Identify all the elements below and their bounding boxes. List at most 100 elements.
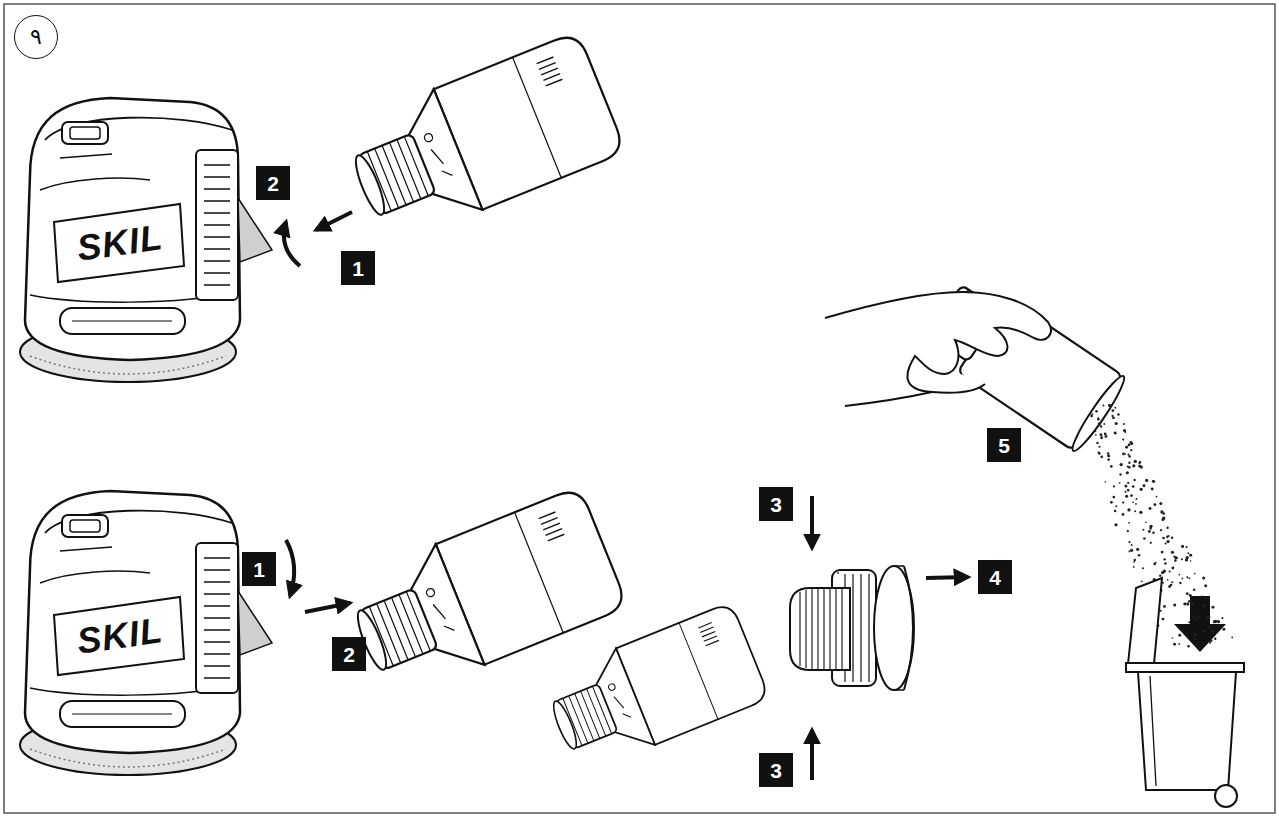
dust-particles <box>1195 618 1197 620</box>
dust-particles <box>1152 480 1155 483</box>
motion-arrows <box>284 222 300 266</box>
dust-particles <box>1178 634 1181 637</box>
dust-particles <box>1166 540 1169 543</box>
dust-particles <box>1100 455 1103 458</box>
dust-particles <box>1189 594 1192 597</box>
dust-particles <box>1145 521 1147 523</box>
dust-particles <box>1093 407 1095 409</box>
dust-particles <box>1183 602 1186 605</box>
dust-particles <box>1168 535 1170 537</box>
dust-particles <box>1173 556 1175 558</box>
dust-particles <box>1113 485 1115 487</box>
callout-text: 1 <box>352 258 364 279</box>
dust-particles <box>1194 638 1197 641</box>
dust-particles <box>1108 404 1111 407</box>
dust-particles <box>1098 452 1100 454</box>
dust-particles <box>1140 488 1143 491</box>
dust-particles <box>1186 556 1189 559</box>
dust-particles <box>1095 410 1098 413</box>
dust-particles <box>1171 551 1174 554</box>
dust-filter <box>790 588 850 670</box>
dust-particles <box>1161 551 1164 554</box>
dust-particles <box>1179 574 1181 576</box>
dust-particles <box>1123 429 1126 432</box>
dust-particles <box>1134 559 1136 561</box>
dust-particles <box>1122 453 1125 456</box>
dust-particles <box>1128 462 1130 464</box>
dust-particles <box>1130 494 1133 497</box>
dust-particles <box>1211 606 1214 609</box>
sander-top <box>20 98 272 382</box>
motion-arrows <box>284 212 1226 780</box>
dust-particles <box>1132 501 1134 503</box>
dust-container-top <box>338 31 626 248</box>
dust-particles <box>1190 560 1192 562</box>
dust-particles <box>1139 511 1142 514</box>
dust-particles <box>1126 471 1129 474</box>
dust-particles <box>1209 626 1211 628</box>
hand-emptying <box>845 392 932 406</box>
dust-particles <box>1130 549 1133 552</box>
dust-particles <box>1145 479 1148 482</box>
dust-particles <box>1162 537 1165 540</box>
dust-particles <box>1170 584 1173 587</box>
dust-particles <box>1173 603 1176 606</box>
dust-container-empty <box>540 602 770 776</box>
dust-particles <box>1231 637 1233 639</box>
dust-particles <box>1210 639 1213 642</box>
motion-arrows <box>810 496 814 548</box>
dust-particles <box>1143 484 1146 487</box>
dust-particles <box>1100 434 1102 436</box>
brand-logo: SKIL <box>75 219 165 267</box>
dust-particles <box>1187 552 1189 554</box>
dust-particles <box>1107 458 1110 461</box>
dust-particles <box>1130 449 1132 451</box>
dust-particles <box>1138 462 1140 464</box>
dust-particles <box>1163 605 1166 608</box>
dust-particles <box>1098 422 1101 425</box>
waste-bin <box>1128 578 1162 664</box>
dust-particles <box>1162 512 1165 515</box>
dust-particles <box>1107 454 1110 457</box>
dust-particles <box>1130 442 1133 445</box>
dust-particles <box>1188 600 1191 603</box>
waste-bin <box>1150 676 1156 786</box>
dust-particles <box>1115 505 1117 507</box>
dust-particles <box>1132 485 1135 488</box>
dust-particles <box>1178 643 1180 645</box>
hand-emptying <box>825 273 1129 455</box>
dust-particles <box>1097 418 1100 421</box>
dust-particles <box>1177 557 1179 559</box>
dust-particles <box>1171 581 1173 583</box>
dust-particles <box>1202 576 1205 579</box>
dust-particles <box>1166 536 1169 539</box>
dust-particles <box>1114 510 1117 513</box>
dust-filter <box>904 566 913 690</box>
sander-bottom <box>20 491 272 775</box>
dust-filter <box>790 566 914 690</box>
dust-particles <box>1181 558 1183 560</box>
dust-particles <box>1201 595 1203 597</box>
dust-particles <box>1186 592 1189 595</box>
dust-particles <box>1125 446 1128 449</box>
figure-number: ٩ <box>14 15 58 59</box>
dust-particles <box>1159 502 1162 505</box>
dust-particles <box>1139 461 1141 463</box>
dust-particles <box>1174 559 1177 562</box>
dust-particles <box>1136 548 1139 551</box>
dust-particles <box>1124 484 1127 487</box>
dust-particles <box>1162 618 1165 621</box>
dust-particles <box>1117 413 1119 415</box>
dust-particles <box>1156 496 1158 498</box>
callout-text: 3 <box>770 494 782 515</box>
dust-particles <box>1133 566 1135 568</box>
dust-particles <box>1128 454 1130 456</box>
hand-emptying <box>1067 372 1129 454</box>
dust-particles <box>1119 473 1121 475</box>
dust-particles <box>1133 561 1135 563</box>
dust-container-empty <box>540 602 770 776</box>
dust-particles <box>1150 542 1152 544</box>
dust-particles <box>1192 615 1195 618</box>
dust-particles <box>1125 495 1128 498</box>
